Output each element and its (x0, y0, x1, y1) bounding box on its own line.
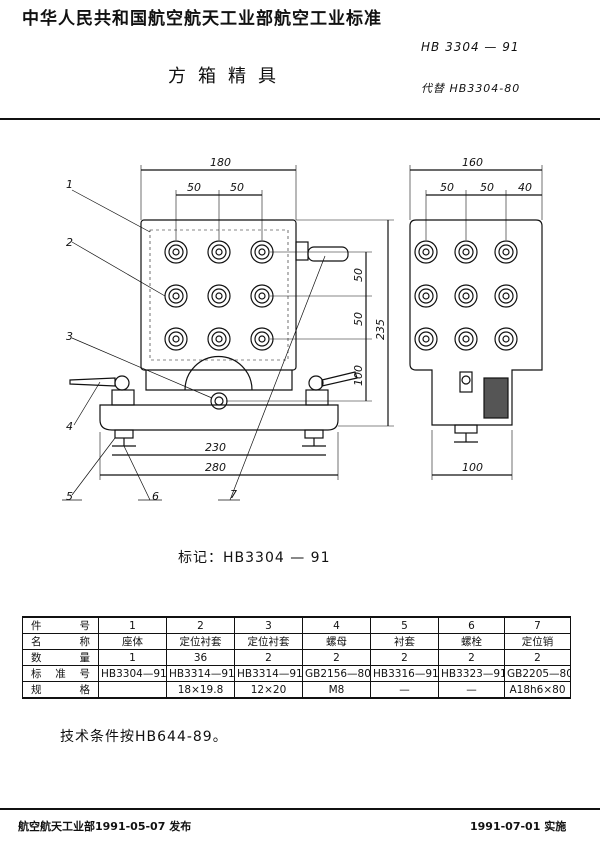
table-cell: 2 (504, 649, 571, 666)
table-cell: 3 (234, 616, 303, 634)
table-cell: 2 (302, 649, 371, 666)
table-cell: 2 (234, 649, 303, 666)
table-row: 名称 座体 定位衬套 定位衬套 螺母 衬套 螺栓 定位销 (22, 633, 571, 650)
dim-front-base-inner: 230 (205, 441, 226, 454)
table-cell: M8 (302, 681, 371, 699)
front-base (99, 404, 339, 431)
dim-front-pitch-1: 50 (187, 181, 201, 194)
table-cell: 4 (302, 616, 371, 634)
table-cell: 定位衬套 (234, 633, 303, 650)
callout-6: 6 (152, 490, 159, 503)
row-label: 数量 (22, 649, 99, 666)
table-cell: HB3314—91 (234, 665, 303, 682)
callout-1: 1 (66, 178, 73, 191)
marking-text: 标记：HB3304 — 91 (178, 550, 331, 566)
table-cell: A18h6×80 (504, 681, 571, 699)
table-cell: HB3304—91 (98, 665, 167, 682)
document-title: 方箱精具 (168, 66, 288, 87)
callout-3: 3 (66, 330, 73, 343)
table-row: 规格 18×19.8 12×20 M8 — — A18h6×80 (22, 681, 571, 699)
side-hole-grid (414, 240, 518, 351)
header-rule (0, 118, 600, 120)
row-label: 规格 (22, 681, 99, 699)
table-cell: — (438, 681, 505, 699)
front-hole-grid (164, 240, 274, 351)
dim-front-width: 180 (210, 156, 231, 169)
standard-code: HB 3304 — 91 (421, 40, 520, 54)
technical-note: 技术条件按HB644-89。 (60, 729, 228, 745)
table-row: 标准号 HB3304—91 HB3314—91 HB3314—91 GB2156… (22, 665, 571, 682)
row-label: 件号 (22, 616, 99, 634)
row-label: 标准号 (22, 665, 99, 682)
table-cell: 衬套 (370, 633, 439, 650)
front-handle (307, 246, 349, 262)
dim-side-pitch-1: 50 (440, 181, 454, 194)
side-box-body (409, 219, 543, 426)
callout-2: 2 (66, 236, 73, 249)
dim-front-vpitch-2: 50 (352, 312, 365, 326)
dim-front-vpitch-1: 50 (352, 268, 365, 282)
footer-rule (0, 808, 600, 810)
dim-front-pitch-2: 50 (230, 181, 244, 194)
table-cell: GB2205—80 (504, 665, 571, 682)
dim-side-width: 160 (462, 156, 483, 169)
technical-drawing: 180 50 50 50 50 100 235 230 280 160 50 5… (62, 156, 543, 503)
dim-side-base: 100 (462, 461, 483, 474)
table-cell: 1 (98, 616, 167, 634)
issue-date: 航空航天工业部1991-05-07 发布 (18, 820, 192, 833)
callout-7: 7 (230, 488, 237, 501)
replaces-standard: 代替 HB3304-80 (421, 82, 521, 95)
dim-front-height-100: 100 (352, 365, 365, 386)
table-cell: 18×19.8 (166, 681, 235, 699)
table-cell: — (370, 681, 439, 699)
effective-date: 1991-07-01 实施 (470, 820, 567, 833)
callout-4: 4 (66, 420, 73, 433)
dim-front-base-total: 280 (205, 461, 226, 474)
table-cell: 2 (438, 649, 505, 666)
callout-5: 5 (66, 490, 73, 503)
row-label: 名称 (22, 633, 99, 650)
table-cell: 座体 (98, 633, 167, 650)
dim-side-edge: 40 (518, 181, 532, 194)
table-cell: HB3323—91 (438, 665, 505, 682)
table-cell: 5 (370, 616, 439, 634)
dim-side-pitch-2: 50 (480, 181, 494, 194)
table-cell: 2 (166, 616, 235, 634)
table-cell: 36 (166, 649, 235, 666)
table-cell: HB3314—91 (166, 665, 235, 682)
table-cell: GB2156—80 (302, 665, 371, 682)
parts-table: 件号 1 2 3 4 5 6 7 名称 座体 定位衬套 定位衬套 螺母 衬套 螺… (22, 616, 571, 699)
standard-header-title: 中华人民共和国航空航天工业部航空工业标准 (22, 9, 382, 29)
table-cell: 螺母 (302, 633, 371, 650)
table-cell: 2 (370, 649, 439, 666)
table-cell: 12×20 (234, 681, 303, 699)
dim-front-height-total: 235 (374, 319, 387, 340)
table-row: 数量 1 36 2 2 2 2 2 (22, 649, 571, 666)
table-cell: 定位销 (504, 633, 571, 650)
table-row: 件号 1 2 3 4 5 6 7 (22, 616, 571, 634)
table-cell: 6 (438, 616, 505, 634)
front-box-body (140, 219, 297, 371)
table-cell: 定位衬套 (166, 633, 235, 650)
table-cell: 1 (98, 649, 167, 666)
table-cell: 螺栓 (438, 633, 505, 650)
table-cell: 7 (504, 616, 571, 634)
table-cell: HB3316—91 (370, 665, 439, 682)
table-cell (98, 681, 167, 699)
